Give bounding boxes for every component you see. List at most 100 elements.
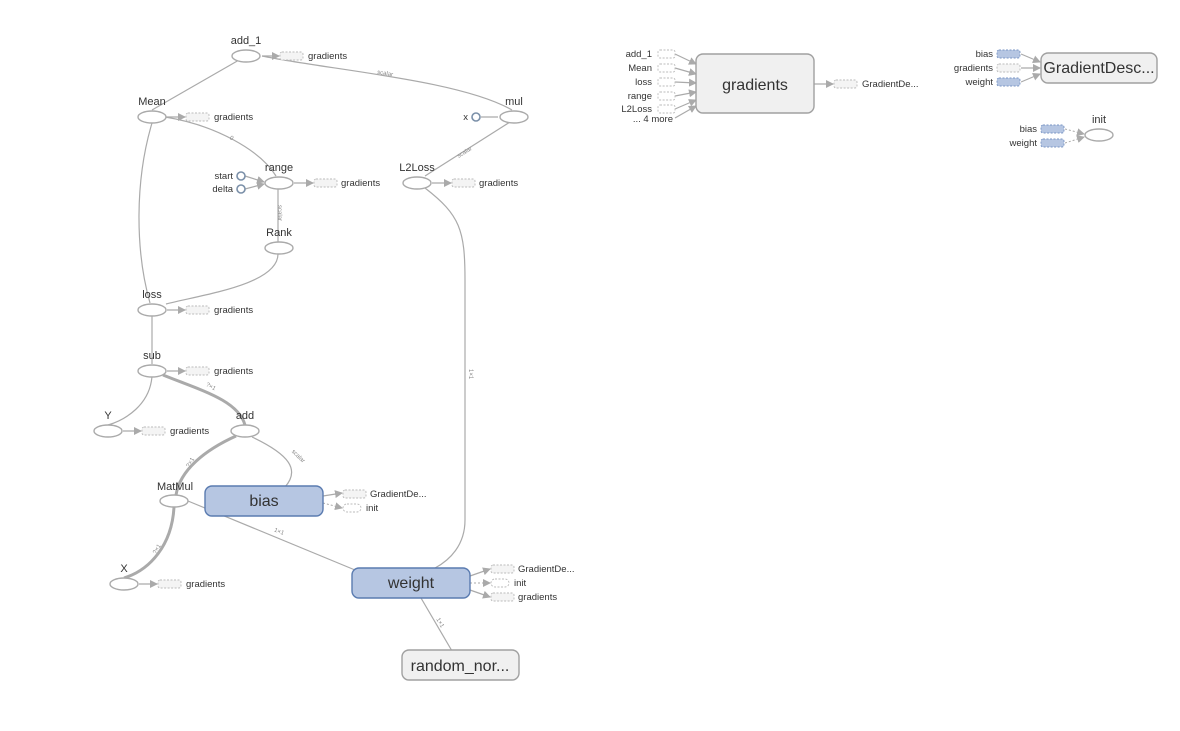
gradients-input-range[interactable]: range <box>628 91 676 102</box>
node-label: delta <box>212 184 233 195</box>
aux-loss-gradients[interactable]: gradients <box>185 305 253 316</box>
node-bias[interactable]: bias <box>204 485 324 517</box>
edge-matmul-x <box>123 506 176 580</box>
aux-label: init <box>514 578 527 589</box>
node-mul[interactable]: mul <box>499 96 529 124</box>
edge-label-add1-mul: scalar <box>377 70 394 79</box>
aux-label: GradientDe... <box>862 79 919 90</box>
edge-mean-add1 <box>151 55 247 111</box>
edge-label-mul-l2loss: scalar <box>457 146 474 160</box>
node-label: loss <box>142 289 162 301</box>
edge-label-l2loss-weight: 1×1 <box>467 369 473 380</box>
node-matmul[interactable]: MatMul <box>157 481 193 508</box>
gradients-input-loss[interactable]: loss <box>635 77 676 88</box>
gradientdesc-input-bias[interactable]: bias <box>976 49 1021 60</box>
edge-weight-gd <box>469 567 491 577</box>
aux-weight-gradients[interactable]: gradients <box>490 592 557 603</box>
edge-gin-6 <box>674 105 697 119</box>
init-input-bias[interactable]: bias <box>1020 124 1065 135</box>
input-label: gradients <box>954 63 993 74</box>
node-label: x <box>463 112 468 123</box>
node-x[interactable]: X <box>109 563 139 591</box>
aux-label: gradients <box>186 579 225 590</box>
node-add[interactable]: add <box>230 410 260 438</box>
edge-sub-y <box>107 375 153 426</box>
aux-x-gradients[interactable]: gradients <box>157 579 225 590</box>
aux-label: gradients <box>214 366 253 377</box>
init-inputs: bias weight <box>1009 124 1065 149</box>
input-label: L2Loss <box>621 104 652 115</box>
edge-add1-mul <box>261 55 513 111</box>
edge-label-matmul-weight: 1×1 <box>273 527 285 537</box>
aux-label: gradients <box>214 305 253 316</box>
init-input-weight[interactable]: weight <box>1009 138 1065 149</box>
node-loss[interactable]: loss <box>137 289 167 317</box>
aux-label: gradients <box>214 112 253 123</box>
edge-weight-random <box>420 597 453 652</box>
aux-bias-init[interactable]: init <box>342 503 379 514</box>
node-label: gradients <box>722 77 788 94</box>
node-random-normal[interactable]: random_nor... <box>401 649 520 681</box>
edge-weight-grad <box>469 589 491 599</box>
aux-range-gradients[interactable]: gradients <box>313 178 380 189</box>
aux-weight-gradientdesc[interactable]: GradientDe... <box>490 564 575 575</box>
aux-add1-gradients[interactable]: gradients <box>279 51 347 62</box>
edge-gdin-1 <box>1020 53 1041 63</box>
node-gradients[interactable]: gradients <box>695 53 815 114</box>
node-x-const[interactable]: x <box>463 112 481 123</box>
aux-gradients-gradientdesc[interactable]: GradientDe... <box>833 79 919 90</box>
input-label: add_1 <box>626 49 652 60</box>
gradients-input-more[interactable]: ... 4 more <box>633 114 673 125</box>
node-start[interactable]: start <box>215 171 246 182</box>
gradientdesc-input-gradients[interactable]: gradients <box>954 63 1021 74</box>
gradientdesc-input-weight[interactable]: weight <box>965 77 1021 88</box>
aux-label: GradientDe... <box>370 489 427 500</box>
node-label: start <box>215 171 234 182</box>
node-label: random_nor... <box>411 658 510 675</box>
aux-l2loss-gradients[interactable]: gradients <box>451 178 518 189</box>
gradients-inputs: add_1 Mean loss range L2Loss ... 4 more <box>621 49 676 125</box>
node-range[interactable]: range <box>264 162 294 190</box>
node-label: Rank <box>266 227 292 239</box>
aux-y-gradients[interactable]: gradients <box>141 426 209 437</box>
input-label: loss <box>635 77 652 88</box>
node-l2loss[interactable]: L2Loss <box>399 162 435 190</box>
node-init[interactable]: init <box>1084 114 1114 142</box>
edge-add-matmul <box>174 434 237 496</box>
node-delta[interactable]: delta <box>212 184 246 195</box>
node-label: add <box>236 410 254 422</box>
aux-sub-gradients[interactable]: gradients <box>185 366 253 377</box>
node-add_1[interactable]: add_1 <box>231 35 262 63</box>
aux-label: gradients <box>341 178 380 189</box>
edge-label-sub-add: ?×1 <box>205 382 217 392</box>
aux-bias-gradientdesc[interactable]: GradientDe... <box>342 489 427 500</box>
edge-gdin-3 <box>1020 73 1041 83</box>
edge-rank-loss <box>165 253 279 305</box>
node-label: range <box>265 162 293 174</box>
node-y[interactable]: Y <box>93 410 123 438</box>
edge-label-add-bias: scalar <box>290 449 306 465</box>
aux-weight-init[interactable]: init <box>490 578 527 589</box>
node-label: bias <box>249 493 278 510</box>
edge-initin-2 <box>1064 135 1085 144</box>
edge-label-add-matmul: ?×1 <box>186 456 197 468</box>
input-label: ... 4 more <box>633 114 673 125</box>
gradients-input-l2loss[interactable]: L2Loss <box>621 104 676 115</box>
input-label: weight <box>965 77 994 88</box>
node-rank[interactable]: Rank <box>264 227 294 255</box>
input-label: Mean <box>628 63 652 74</box>
aux-label: gradients <box>308 51 347 62</box>
node-weight[interactable]: weight <box>351 567 471 599</box>
node-label: sub <box>143 350 161 362</box>
edge-l2loss-weight <box>424 187 466 569</box>
gradients-input-add1[interactable]: add_1 <box>626 49 676 60</box>
node-gradient-descent[interactable]: GradientDesc... <box>1040 52 1158 84</box>
node-label: L2Loss <box>399 162 435 174</box>
aux-mean-gradients[interactable]: gradients <box>185 112 253 123</box>
node-sub[interactable]: sub <box>137 350 167 378</box>
edge-sub-add <box>162 373 247 426</box>
edge-label-mean-range: 0 <box>228 135 234 142</box>
gradients-input-mean[interactable]: Mean <box>628 63 676 74</box>
node-mean[interactable]: Mean <box>137 96 167 124</box>
